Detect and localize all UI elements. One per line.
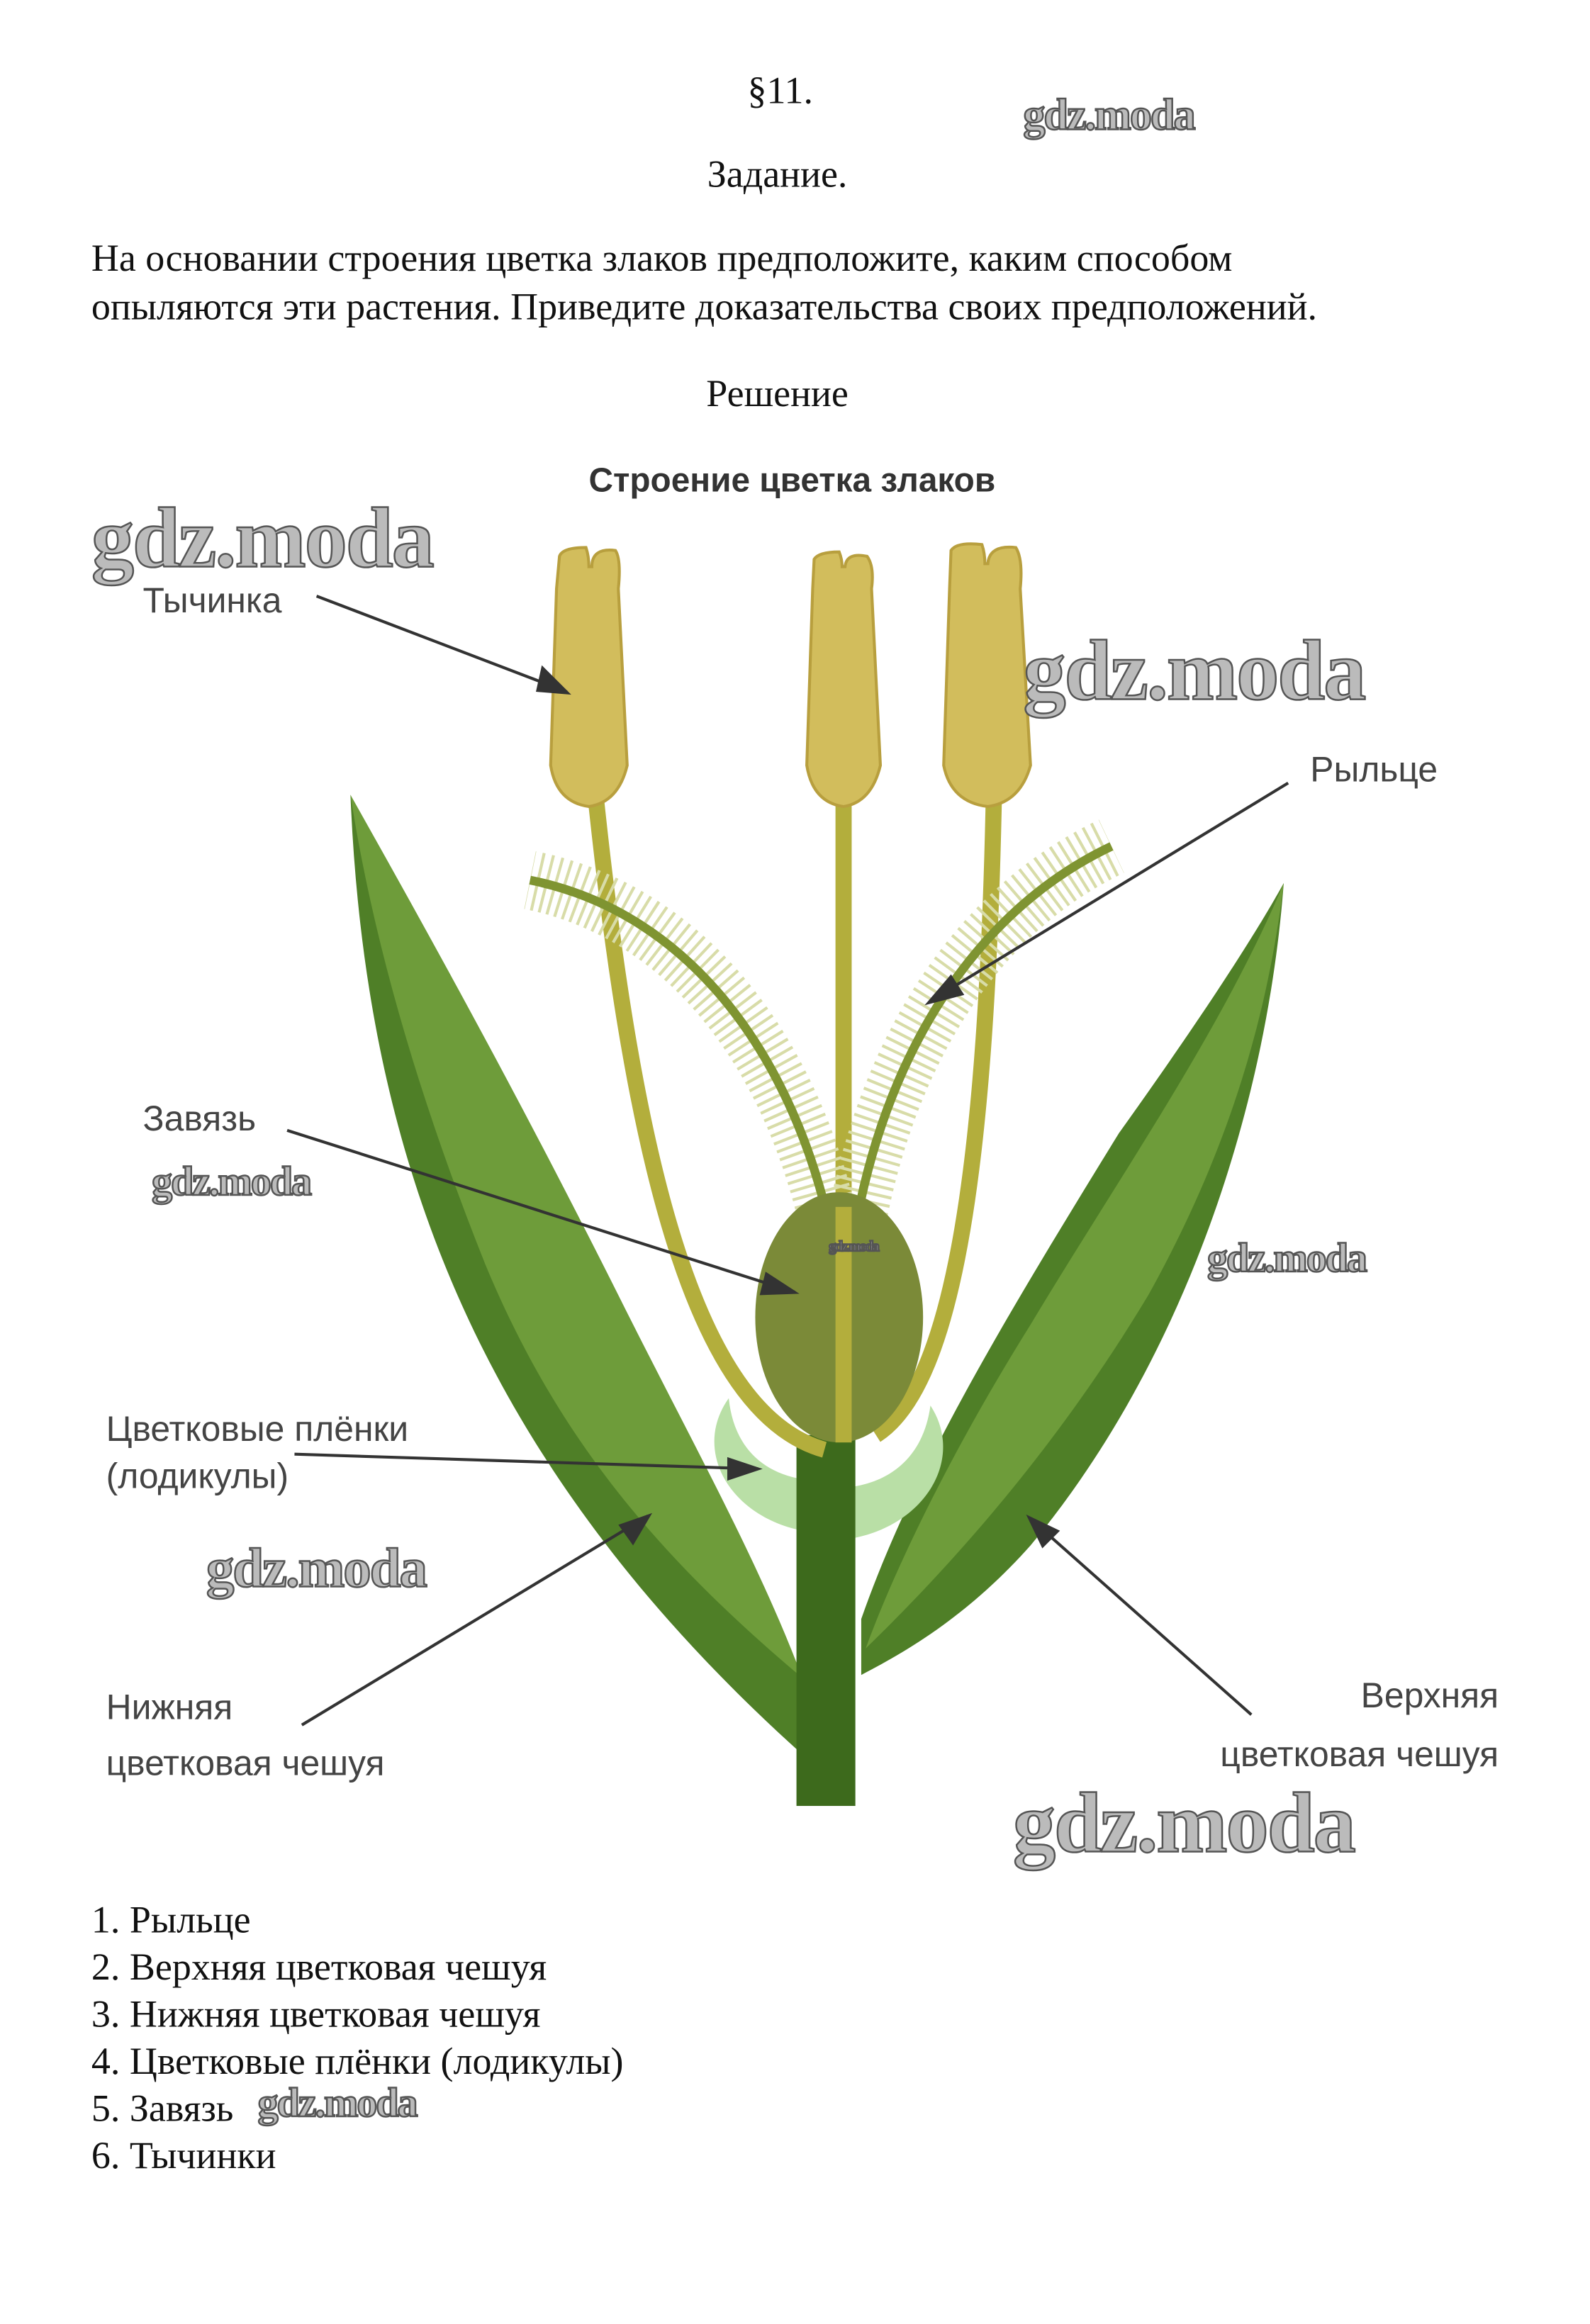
label-lower-scale-line1: Нижняя — [106, 1688, 233, 1727]
anther-left — [549, 546, 629, 809]
list-item: 6. Тычинки — [91, 2134, 276, 2177]
anther-middle — [805, 550, 883, 809]
watermark: gdz.moda — [829, 1239, 880, 1254]
stamen-filament-left — [588, 801, 827, 1458]
label-arrows — [286, 595, 1289, 1727]
label-upper-scale-line2: цветковая чешуя — [1220, 1734, 1499, 1774]
list-item: 4. Цветковые плёнки (лодикулы) — [91, 2040, 624, 2082]
label-stigma: Рыльце — [1310, 750, 1438, 790]
stem — [796, 1435, 856, 1807]
grass-flower-diagram: Строение цветка злаков — [106, 462, 1499, 1807]
label-lodicules-line2: (лодикулы) — [106, 1456, 289, 1495]
list-item: 3. Нижняя цветковая чешуя — [91, 1993, 541, 2036]
diagram-title: Строение цветка злаков — [589, 462, 996, 500]
stigma-left-core — [529, 875, 836, 1237]
label-lower-scale-line2: цветковая чешуя — [106, 1743, 385, 1783]
watermark: gdz.moda — [152, 1158, 312, 1204]
label-upper-scale-line1: Верхняя — [1361, 1675, 1499, 1715]
section-number: §11. — [747, 69, 812, 111]
label-ovary: Завязь — [143, 1099, 257, 1138]
watermark: gdz.moda — [1023, 624, 1365, 718]
upper-flower-scale-highlight — [866, 882, 1284, 1649]
watermark: gdz.moda — [1023, 91, 1195, 140]
solution-heading: Решение — [706, 372, 849, 415]
label-stamen: Тычинка — [143, 580, 282, 620]
watermark: gdz.moda — [1013, 1776, 1355, 1870]
watermark: gdz.moda — [258, 2079, 418, 2126]
watermarks: gdz.moda gdz.moda gdz.moda gdz.moda gdz.… — [91, 89, 1370, 2126]
task-text-line2: опыляются эти растения. Приведите доказа… — [91, 286, 1317, 328]
watermark: gdz.moda — [206, 1538, 427, 1600]
watermark: gdz.moda — [1207, 1235, 1367, 1281]
stamen-filament-right — [871, 802, 1002, 1442]
anther-right — [942, 542, 1032, 809]
list-item: 1. Рыльце — [91, 1899, 251, 1941]
list-item: 5. Завязь — [91, 2087, 234, 2129]
answer-list: 1. Рыльце 2. Верхняя цветковая чешуя 3. … — [91, 1899, 624, 2177]
lower-flower-scale-highlight — [350, 795, 802, 1678]
task-heading: Задание. — [707, 153, 848, 196]
watermark: gdz.moda — [91, 492, 434, 586]
stigma-left — [524, 851, 861, 1242]
label-lodicules-line1: Цветковые плёнки — [106, 1409, 408, 1449]
lodicules — [714, 1398, 944, 1539]
list-item: 2. Верхняя цветковая чешуя — [91, 1946, 547, 1988]
task-text-line1: На основании строения цветка злаков пред… — [91, 237, 1233, 279]
